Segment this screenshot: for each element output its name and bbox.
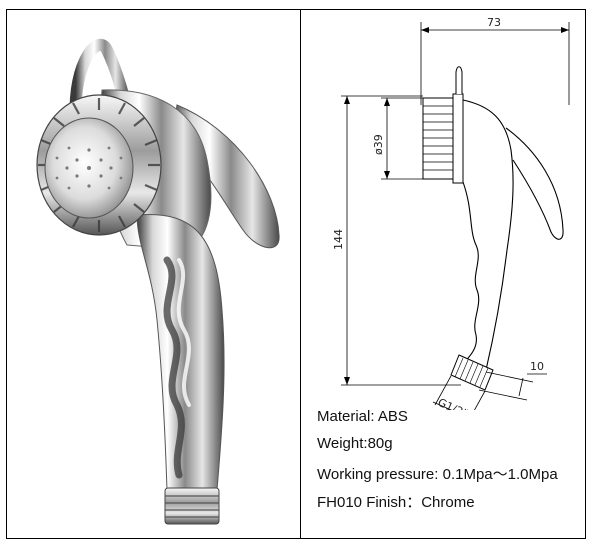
- spec-weight: Weight:80g: [317, 435, 393, 452]
- body-outline: [458, 99, 514, 383]
- thread-len-line: [518, 377, 524, 397]
- spec-material: Material: ABS: [317, 408, 408, 425]
- arrow-icon: [561, 27, 569, 33]
- dim-diameter-label: ø39: [372, 134, 385, 155]
- dim-width-label: 73: [487, 16, 501, 29]
- arrow-icon: [344, 377, 350, 385]
- head-flange: [452, 93, 464, 184]
- technical-drawing: 73 144 ø39: [332, 16, 570, 410]
- head-cap-outline: [422, 97, 454, 180]
- arrow-icon: [384, 171, 390, 179]
- spec-working-pressure: Working pressure: 0.1Mpa～1.0Mpa: [317, 466, 558, 483]
- spec-model-finish: FH010 Finish：Chrome: [317, 494, 475, 511]
- dim-height-label: 144: [332, 229, 345, 250]
- arrow-icon: [344, 96, 350, 104]
- product-sheet-frame: 73 144 ø39: [6, 9, 586, 539]
- thread-dim-ext: [434, 375, 452, 406]
- thread-dim-ext-2: [474, 390, 486, 410]
- shower-head-photo: [36, 38, 280, 525]
- trigger-outline: [505, 127, 564, 240]
- thread-dim-line: [432, 401, 453, 410]
- dim-thread-label: G1/2": [436, 396, 470, 410]
- product-photo-panel: [7, 10, 300, 538]
- thread-len-ext-2: [478, 389, 528, 401]
- panel-divider: [300, 10, 301, 538]
- thread-len-ext: [485, 371, 534, 383]
- hook-outline: [455, 66, 463, 94]
- dim-thread-len-label: 10: [530, 360, 544, 373]
- arrow-icon: [421, 27, 429, 33]
- arrow-icon: [384, 98, 390, 106]
- technical-drawing-panel: 73 144 ø39: [301, 10, 585, 538]
